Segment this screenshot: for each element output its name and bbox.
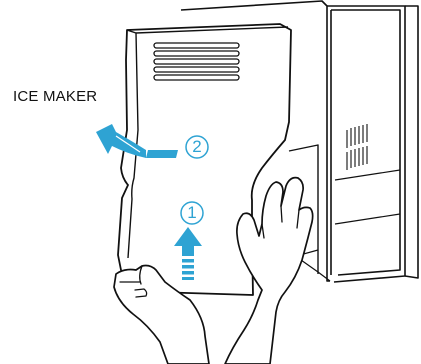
step-2-number: 2 (187, 137, 207, 157)
freezer-vents (347, 124, 367, 170)
ice-maker-label: ICE MAKER (13, 88, 97, 105)
step-1-number: 1 (182, 203, 202, 223)
